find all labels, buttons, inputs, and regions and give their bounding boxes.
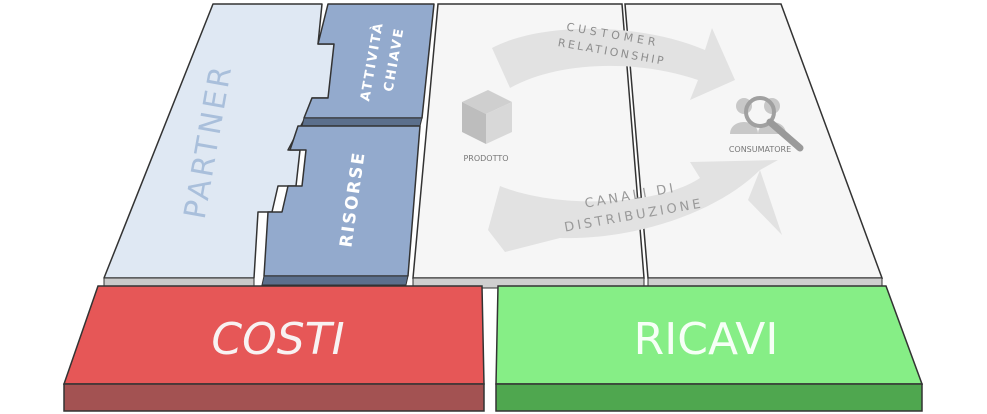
ricavi-label: RICAVI [634, 314, 779, 365]
costi-block [62, 285, 485, 412]
consumatore-label: CONSUMATORE [729, 145, 791, 154]
risorse-block [261, 125, 421, 286]
box-icon [462, 90, 512, 144]
attivita-chiave-block [301, 3, 435, 127]
cycle-arrows [488, 28, 782, 252]
user-search-icon [730, 96, 804, 152]
costi-label: COSTI [211, 314, 344, 365]
prodotto-label: PRODOTTO [463, 154, 508, 163]
ricavi-block [495, 285, 924, 412]
